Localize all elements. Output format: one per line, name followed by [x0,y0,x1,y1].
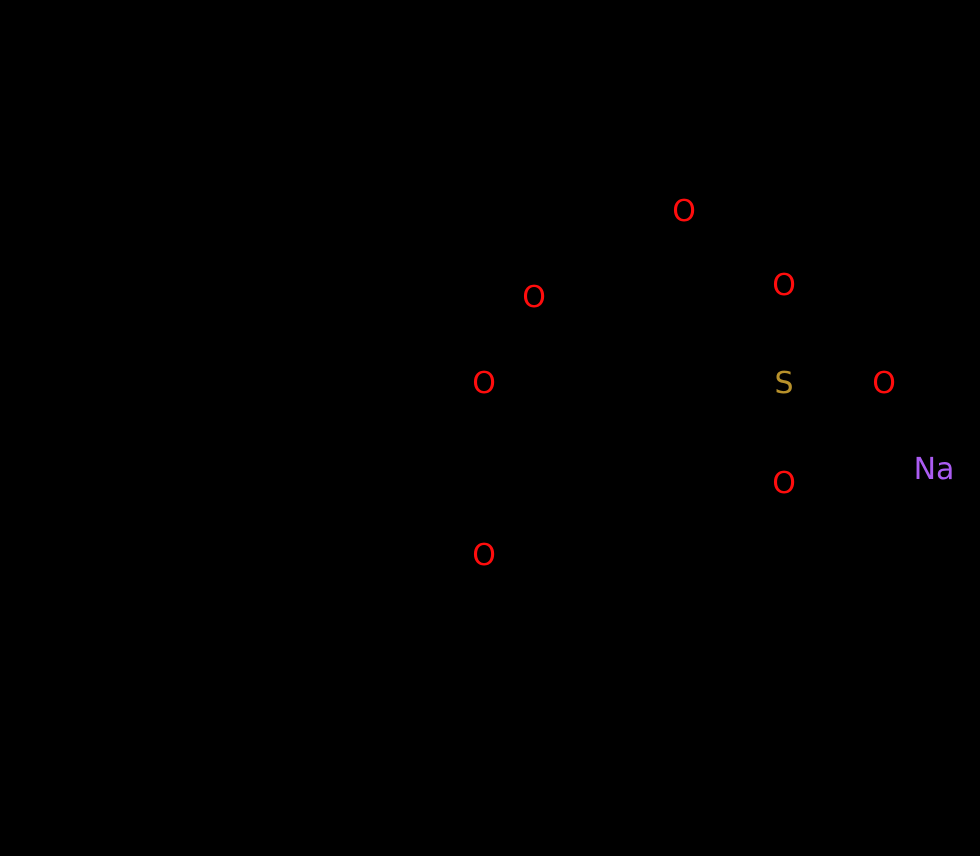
atom-sulfur: S [774,366,794,401]
atom-sodium: Na [913,452,955,487]
atom-oxygen-1: O [672,194,696,229]
atom-oxygen-4: O [472,366,496,401]
atom-oxygen-2: O [522,280,546,315]
atom-oxygen-6: O [772,466,796,501]
atom-oxygen-5: O [872,366,896,401]
atom-oxygen-3: O [772,268,796,303]
atom-oxygen-7: O [472,538,496,573]
